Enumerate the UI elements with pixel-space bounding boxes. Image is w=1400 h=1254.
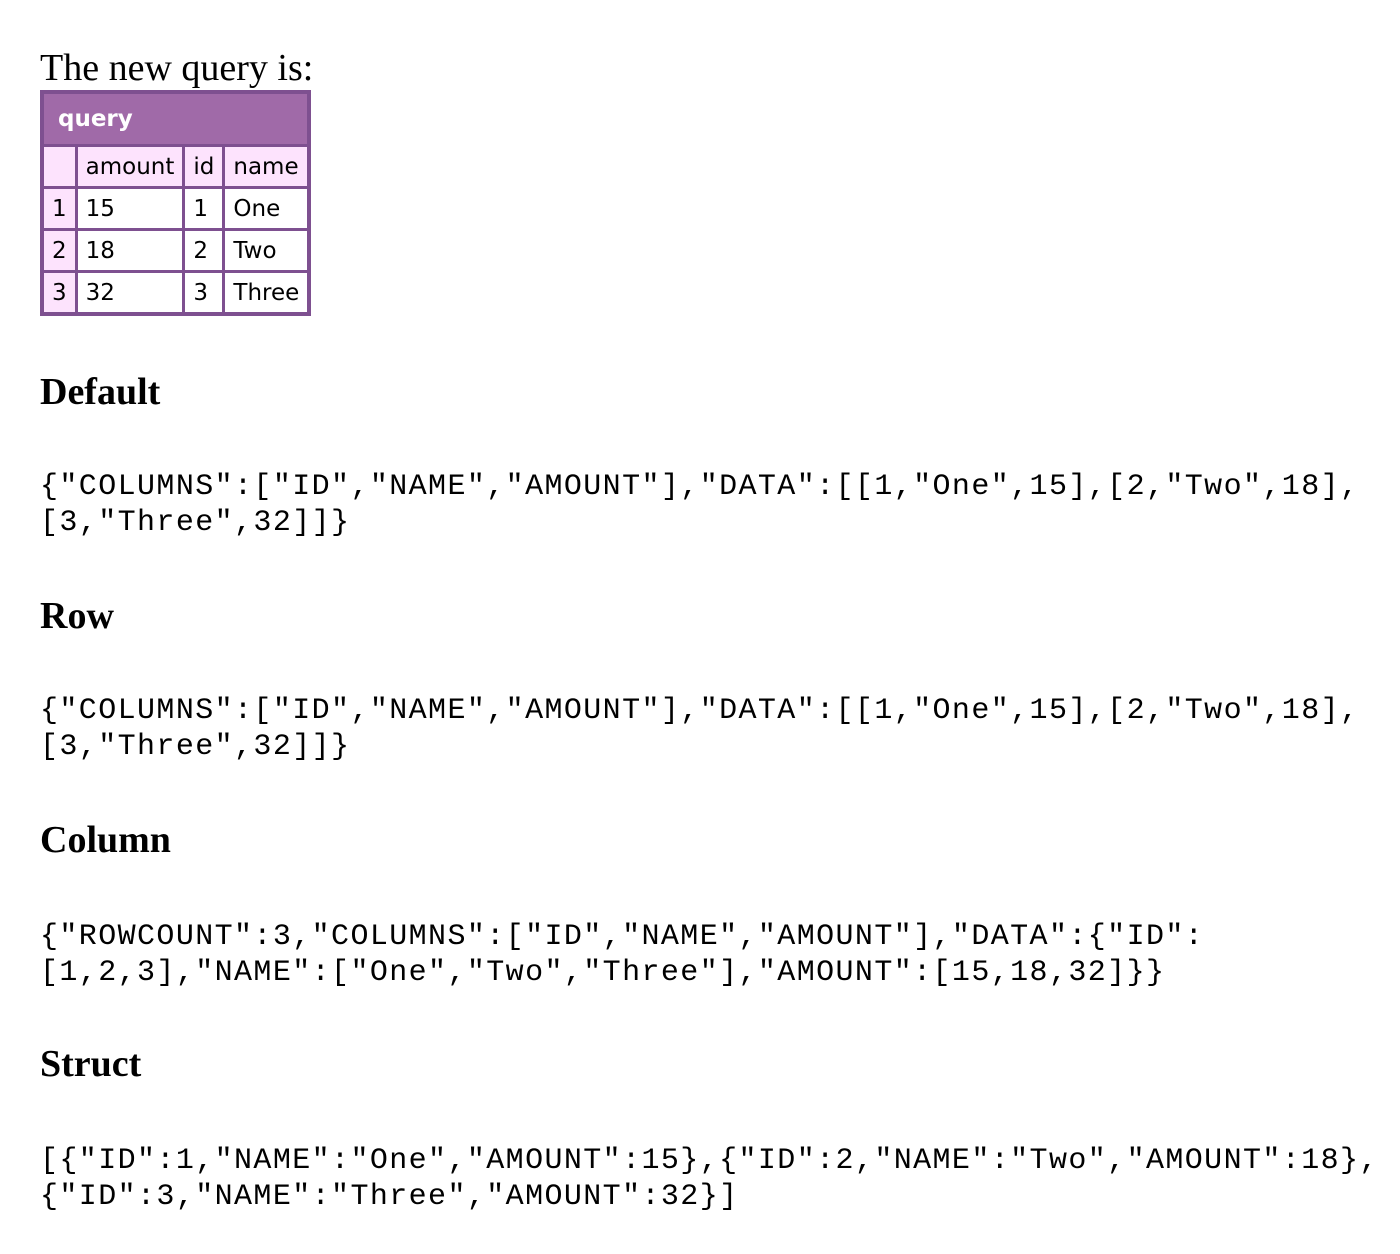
cell: 3 [185,273,223,312]
header-cell: amount [77,147,183,186]
row-number: 3 [44,273,75,312]
query-dump-table: query amount id name 1 15 1 One 2 18 2 T… [40,90,312,316]
code-line: [3,"Three",32]]} [40,730,351,764]
header-cell: id [185,147,223,186]
table-header-row: amount id name [44,147,308,186]
table-row: 3 32 3 Three [44,273,308,312]
cell: 15 [77,189,183,228]
code-line: [{"ID":1,"NAME":"One","AMOUNT":15},{"ID"… [40,1144,1379,1178]
cell: Two [225,231,308,270]
intro-text: The new query is: [40,47,314,89]
cell: Three [225,273,308,312]
section-heading-column: Column [40,819,171,861]
header-cell [44,147,75,186]
section-heading-default: Default [40,371,161,413]
table-row: 2 18 2 Two [44,231,308,270]
code-line: {"COLUMNS":["ID","NAME","AMOUNT"],"DATA"… [40,694,1360,728]
table-row: 1 15 1 One [44,189,308,228]
json-output-struct: [{"ID":1,"NAME":"One","AMOUNT":15},{"ID"… [40,1143,1379,1215]
cell: 32 [77,273,183,312]
code-line: [3,"Three",32]]} [40,506,351,540]
code-line: {"ROWCOUNT":3,"COLUMNS":["ID","NAME","AM… [40,920,1205,954]
json-output-column: {"ROWCOUNT":3,"COLUMNS":["ID","NAME","AM… [40,919,1204,991]
cell: 2 [185,231,223,270]
code-line: {"ID":3,"NAME":"Three","AMOUNT":32}] [40,1180,739,1214]
code-line: {"COLUMNS":["ID","NAME","AMOUNT"],"DATA"… [40,470,1360,504]
json-output-default: {"COLUMNS":["ID","NAME","AMOUNT"],"DATA"… [40,469,1359,541]
cell: 1 [185,189,223,228]
cell: One [225,189,308,228]
table-caption: query [44,94,308,144]
cell: 18 [77,231,183,270]
header-cell: name [225,147,308,186]
section-heading-struct: Struct [40,1043,142,1085]
code-line: [1,2,3],"NAME":["One","Two","Three"],"AM… [40,956,1166,990]
section-heading-row: Row [40,595,114,637]
row-number: 2 [44,231,75,270]
json-output-row: {"COLUMNS":["ID","NAME","AMOUNT"],"DATA"… [40,693,1359,765]
row-number: 1 [44,189,75,228]
